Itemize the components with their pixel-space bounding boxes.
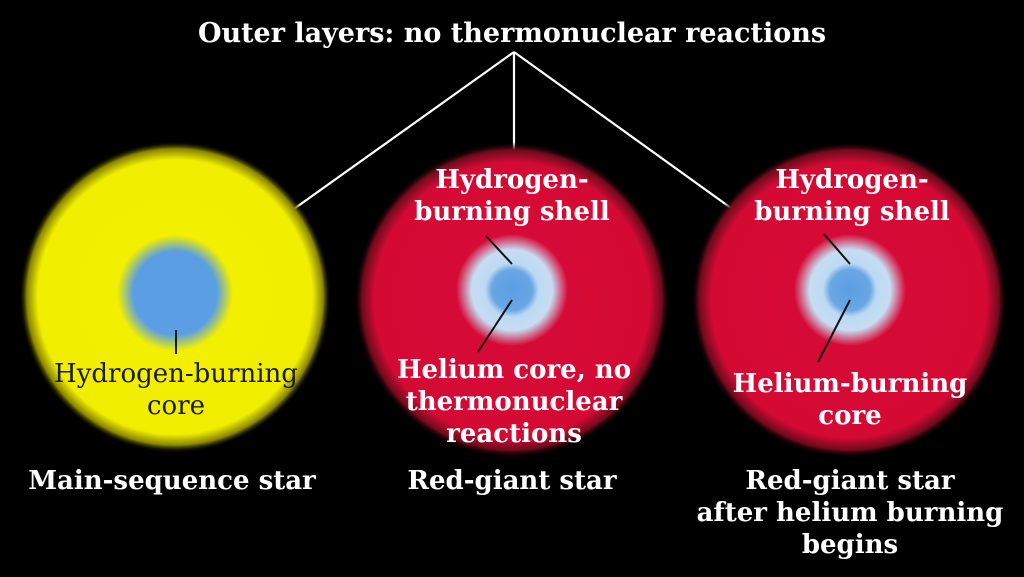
star-shell <box>456 234 568 346</box>
red-giant-helium-shell-label-line2: burning shell <box>754 197 950 227</box>
star-shell <box>794 234 906 346</box>
red-giant-core-label-line3: reactions <box>446 419 582 449</box>
main-sequence-core-label-line2: core <box>147 391 205 421</box>
red-giant-shell-label-line1: Hydrogen- <box>435 165 588 195</box>
red-giant-core-label-line1: Helium core, no <box>397 355 631 385</box>
main-sequence-caption: Main-sequence star <box>28 466 316 496</box>
red-giant-shell-label-line2: burning shell <box>414 197 610 227</box>
diagram-title: Outer layers: no thermonuclear reactions <box>198 18 826 49</box>
red-giant-helium-caption-line3: begins <box>802 530 898 560</box>
red-giant-helium-core-label-line2: core <box>818 401 881 431</box>
red-giant-core-label-line2: thermonuclear <box>406 387 623 417</box>
red-giant-caption: Red-giant star <box>407 466 616 496</box>
red-giant-helium-shell-label-line1: Hydrogen- <box>775 165 928 195</box>
red-giant-helium-caption-line2: after helium burning <box>697 498 1004 528</box>
main-sequence-core-label-line1: Hydrogen-burning <box>54 359 298 389</box>
red-giant-helium-core-label-line1: Helium-burning <box>733 369 968 399</box>
red-giant-helium-caption-line1: Red-giant star <box>745 466 954 496</box>
